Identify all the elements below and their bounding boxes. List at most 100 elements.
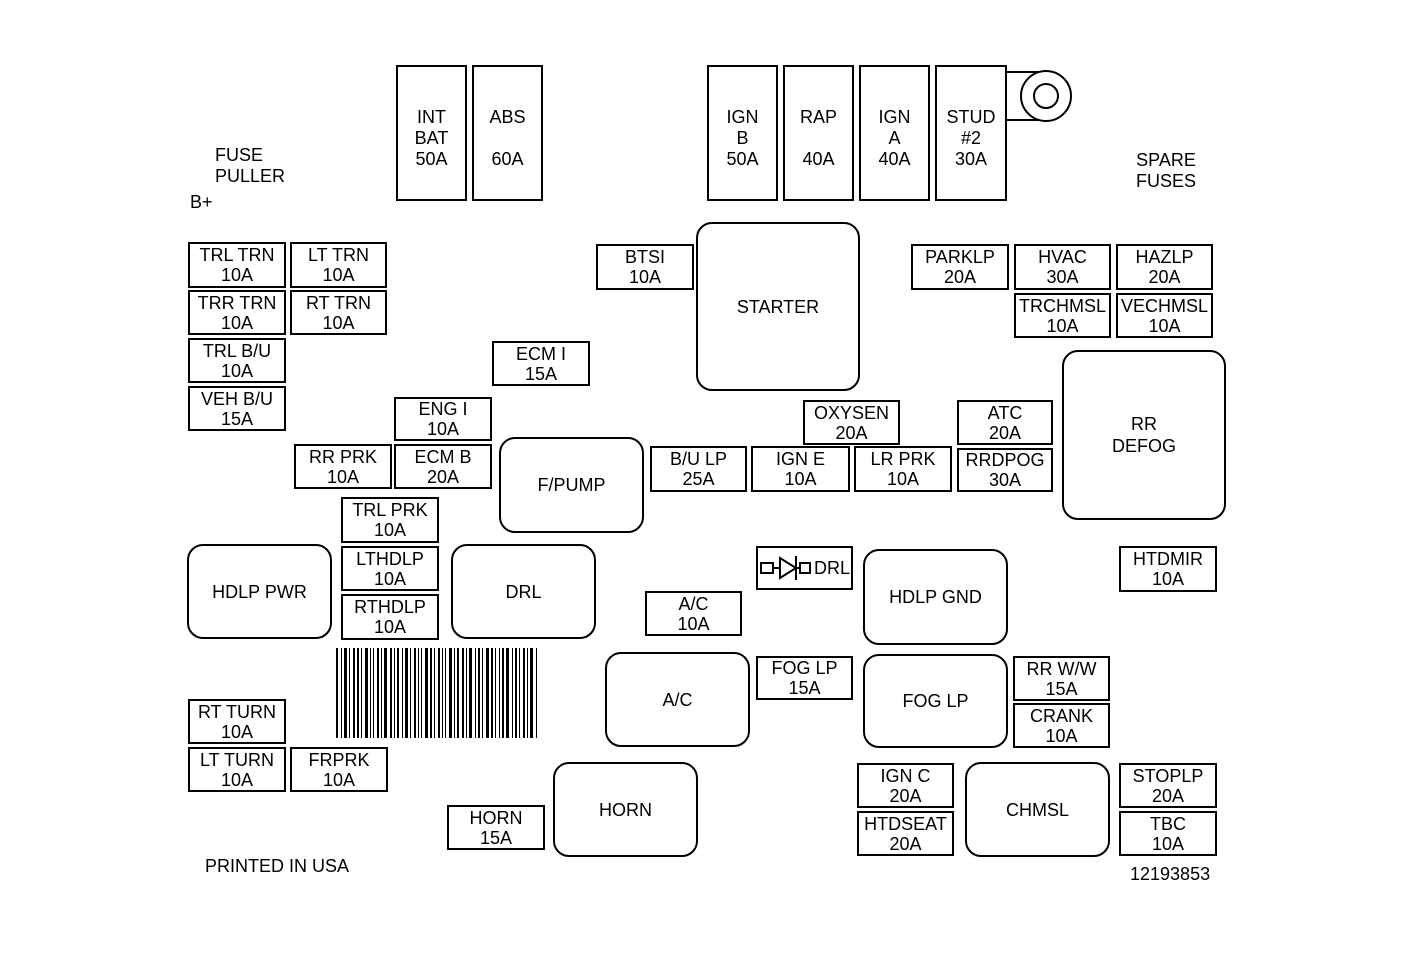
barcode-bar [523,648,525,738]
barcode-bar [449,648,452,738]
barcode-bar [357,648,359,738]
barcode-bar [442,648,443,738]
barcode-bar [527,648,528,738]
barcode-bar [373,648,374,738]
part-number: 12193853 [1130,864,1211,884]
relay-horn: HORN [553,762,698,857]
barcode-bar [430,648,432,738]
barcode-bar [402,648,403,738]
barcode-bar [454,648,455,738]
barcode-bar [384,648,387,738]
barcode-bar [482,648,483,738]
barcode-bar [445,648,446,738]
barcode-bar [361,648,362,738]
barcode-bar [394,648,395,738]
barcode-bar [499,648,500,738]
barcode-bar [353,648,355,738]
barcode-bar [410,648,411,738]
barcode-bar [536,648,537,738]
barcode-bar [457,648,459,738]
barcode [336,648,537,738]
barcode-bar [421,648,422,738]
relay-drl: DRL [451,544,596,639]
barcode-bar [502,648,504,738]
barcode-bar [425,648,428,738]
relay-hdlp-pwr: HDLP PWR [187,544,332,639]
barcode-bar [418,648,419,738]
relay-chmsl: CHMSL [965,762,1110,857]
relay-ac: A/C [605,652,750,747]
barcode-bar [475,648,476,738]
barcode-bar [397,648,399,738]
barcode-bar [512,648,513,738]
barcode-bar [405,648,408,738]
barcode-bar [491,648,493,738]
barcode-bar [519,648,520,738]
barcode-bar [466,648,467,738]
barcode-bar [365,648,368,738]
barcode-bar [377,648,379,738]
barcode-bar [478,648,480,738]
barcode-bar [515,648,517,738]
barcode-bar [495,648,496,738]
barcode-bar [344,648,347,738]
barcode-bar [381,648,382,738]
relay-starter: STARTER [696,222,860,391]
barcode-bar [370,648,371,738]
diode-label: DRL [814,558,851,578]
spare-fuses-label: SPARE FUSES [1136,150,1197,191]
barcode-bar [469,648,472,738]
barcode-bar [462,648,464,738]
relay-hdlp-gnd: HDLP GND [863,549,1008,645]
barcode-bar [414,648,416,738]
barcode-bar [390,648,392,738]
barcode-bar [530,648,533,738]
stud-terminal-icon [1006,70,1072,122]
barcode-bar [349,648,350,738]
battery-positive-label: B+ [190,192,213,212]
fuse-puller-label: FUSE PULLER [215,145,286,186]
relay-fog-lp: FOG LP [863,654,1008,748]
barcode-bar [434,648,435,738]
barcode-bar [506,648,509,738]
barcode-bar [341,648,342,738]
